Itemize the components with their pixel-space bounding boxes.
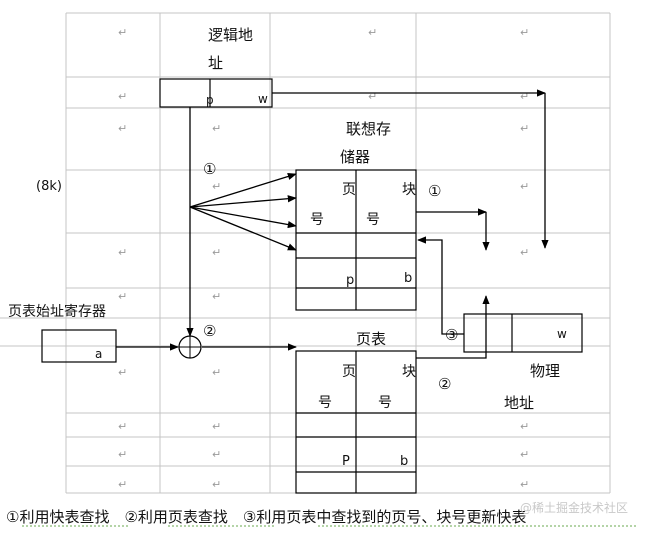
paragraph-mark: ↵	[368, 26, 377, 39]
paragraph-mark: ↵	[212, 122, 221, 135]
background-table-grid	[0, 12, 611, 494]
tlb-probe-arrow-4	[189, 206, 297, 251]
pt-entry-block: b	[400, 454, 408, 469]
page-table-register: a	[41, 329, 117, 363]
step-2-marker-right: ②	[438, 375, 451, 393]
paragraph-mark: ↵	[520, 26, 529, 39]
associative-memory-label: 联想存	[346, 120, 391, 138]
paragraph-mark: ↵	[118, 448, 127, 461]
paragraph-mark: ↵	[368, 90, 377, 103]
size-note: (8k)	[36, 179, 62, 194]
tlb-block-col-header: 块	[402, 182, 416, 198]
physical-offset-field: w	[557, 327, 567, 341]
paragraph-mark: ↵	[118, 366, 127, 379]
physical-address-register: w	[463, 313, 583, 353]
logical-address-label-cont: 址	[208, 54, 223, 72]
paragraph-mark: ↵	[520, 122, 529, 135]
tlb-update-arrow	[417, 236, 464, 335]
paragraph-mark: ↵	[212, 366, 221, 379]
tlb-probe-arrow-1	[189, 172, 297, 208]
paragraph-mark: ↵	[520, 420, 529, 433]
pt-page-col-header: 页	[342, 364, 356, 380]
pt-entry-page: P	[342, 454, 350, 469]
tlb-entry-block: b	[404, 271, 412, 286]
step-1-marker-right: ①	[428, 182, 441, 200]
associative-memory-label-cont: 储器	[340, 148, 370, 166]
tlb-entry-page: p	[346, 273, 354, 288]
pt-page-col-header-cont: 号	[318, 395, 332, 411]
paragraph-mark: ↵	[520, 90, 529, 103]
tlb-page-col-header: 页	[342, 182, 356, 198]
associative-memory-table: 页 号 块 号 p b	[295, 169, 417, 311]
paragraph-mark: ↵	[212, 290, 221, 303]
watermark: @稀土掘金技术社区	[520, 500, 628, 515]
page-table-register-label: 页表始址寄存器	[8, 303, 106, 320]
paragraph-mark: ↵	[212, 180, 221, 193]
step-3-marker: ③	[445, 326, 458, 344]
paragraph-mark: ↵	[118, 90, 127, 103]
page-table: 页 号 块 号 P b	[295, 350, 417, 494]
paragraph-mark: ↵	[118, 26, 127, 39]
paragraph-mark: ↵	[212, 420, 221, 433]
page-table-register-field: a	[95, 347, 102, 361]
logical-address-label: 逻辑地	[208, 26, 253, 44]
paragraph-mark: ↵	[118, 478, 127, 491]
logical-address-register: p w	[159, 78, 273, 108]
paragraph-marks: ↵ ↵ ↵ ↵ ↵ ↵ ↵ ↵ ↵ ↵ ↵ ↵ ↵ ↵ ↵ ↵ ↵ ↵ ↵ ↵ …	[118, 26, 529, 491]
logical-page-field: p	[206, 93, 214, 107]
paragraph-mark: ↵	[212, 478, 221, 491]
physical-address-label: 物理	[530, 362, 560, 380]
paragraph-mark: ↵	[520, 478, 529, 491]
paragraph-mark: ↵	[118, 290, 127, 303]
tlb-page-col-header-cont: 号	[310, 212, 324, 228]
step-2-marker-left: ②	[203, 322, 216, 340]
page-table-output-arrow	[416, 295, 490, 359]
paragraph-mark: ↵	[520, 448, 529, 461]
tlb-probe-arrow-2	[189, 195, 297, 208]
tlb-block-col-header-cont: 号	[366, 212, 380, 228]
page-table-label: 页表	[356, 330, 386, 348]
paragraph-mark: ↵	[520, 246, 529, 259]
step-1-marker-left: ①	[203, 160, 216, 178]
paragraph-mark: ↵	[118, 420, 127, 433]
paragraph-mark: ↵	[118, 246, 127, 259]
adder-circle	[178, 335, 202, 359]
flow-arrows	[116, 89, 549, 359]
paragraph-mark: ↵	[118, 122, 127, 135]
logical-offset-field: w	[258, 92, 268, 106]
paragraph-mark: ↵	[212, 246, 221, 259]
legend-text: ①利用快表查找 ②利用页表查找 ③利用页表中查找到的页号、块号更新快表	[6, 508, 526, 526]
pt-block-col-header-cont: 号	[378, 395, 392, 411]
paragraph-mark: ↵	[520, 180, 529, 193]
pt-block-col-header: 块	[402, 364, 416, 380]
paragraph-mark: ↵	[212, 448, 221, 461]
physical-address-label-cont: 地址	[504, 394, 534, 412]
tlb-probe-arrow-3	[189, 206, 297, 229]
